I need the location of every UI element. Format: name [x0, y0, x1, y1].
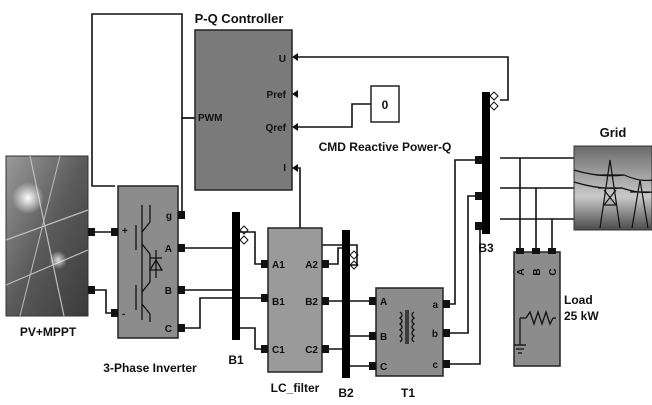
load-label-line1: Load — [564, 293, 593, 307]
inverter-port-c: C — [165, 324, 172, 335]
load-label-line2: 25 kW — [564, 309, 599, 323]
transformer-coil-icon — [398, 310, 416, 344]
port-u: U — [279, 54, 286, 65]
inverter-body — [117, 185, 179, 339]
transmission-tower-icon — [573, 159, 652, 229]
resistor-ground-icon — [514, 309, 556, 354]
lc-port-c2: C2 — [305, 345, 318, 356]
load-block[interactable]: A B C Load 25 kW — [513, 248, 599, 367]
constant-value: 0 — [382, 98, 389, 112]
load-port-a: A — [516, 268, 527, 275]
lc-port-b2: B2 — [305, 297, 318, 308]
bus-b2-bar — [342, 230, 350, 378]
bus-b2-block[interactable]: B2 — [338, 230, 359, 400]
pq-controller-title: P-Q Controller — [195, 11, 284, 26]
wire-const-to-qref — [296, 103, 371, 128]
t1-port-b-in: B — [380, 332, 387, 343]
inverter-label: 3-Phase Inverter — [103, 361, 197, 375]
wire-b2-to-i — [292, 167, 358, 266]
inverter-plus: + — [122, 226, 128, 237]
wire-t1-a — [443, 159, 482, 305]
pv-mppt-block[interactable]: PV+MPPT — [5, 155, 95, 339]
lc-port-a2: A2 — [305, 260, 318, 271]
grid-label: Grid — [600, 125, 627, 140]
transformer-t1-block[interactable]: A B C a b c T1 — [369, 287, 450, 400]
port-qref: Qref — [265, 123, 286, 134]
t1-port-c-in: C — [380, 362, 387, 373]
t1-port-c-out: c — [432, 360, 438, 371]
grid-block[interactable]: Grid — [573, 125, 652, 231]
load-port-c: C — [548, 268, 559, 275]
transformer-body — [375, 287, 444, 377]
t1-port-a-out: a — [432, 300, 438, 311]
inverter-port-b: B — [165, 286, 172, 297]
pq-controller-body — [194, 29, 293, 191]
lc-port-c1: C1 — [272, 345, 285, 356]
controller-input-arrows — [292, 53, 298, 172]
load-port-b: B — [532, 268, 543, 275]
lc-filter-body — [267, 227, 323, 373]
inverter-port-g: g — [166, 211, 172, 222]
bus-b3-label: B3 — [478, 241, 494, 255]
port-i: I — [283, 163, 286, 174]
wire-t1-c — [443, 225, 482, 365]
igbt-symbol-icon — [135, 205, 164, 322]
pq-controller-block[interactable]: P-Q Controller U Pref Qref I PWM — [194, 11, 298, 191]
constant-block[interactable]: 0 CMD Reactive Power-Q — [319, 85, 452, 154]
port-pref: Pref — [267, 90, 287, 101]
port-pwm: PWM — [198, 113, 222, 124]
pv-label: PV+MPPT — [20, 325, 77, 339]
wire-inv-c — [185, 297, 232, 329]
load-body — [513, 251, 561, 367]
t1-port-a-in: A — [380, 297, 387, 308]
wire-pwm-to-g — [91, 13, 195, 187]
inverter-block[interactable]: + - g A B C 3-Phase Inverter — [103, 185, 197, 375]
t1-port-b-out: b — [432, 329, 438, 340]
lc-port-b1: B1 — [272, 297, 285, 308]
inverter-port-a: A — [165, 244, 172, 255]
bus-b1-label: B1 — [228, 353, 244, 367]
lc-filter-block[interactable]: A1 B1 C1 A2 B2 C2 LC_filter — [261, 227, 329, 395]
lc-port-a1: A1 — [272, 260, 285, 271]
bus-b1-bar — [232, 212, 240, 340]
bus-b3-block[interactable]: B3 — [475, 91, 499, 255]
wire-b3-to-u — [296, 56, 509, 101]
bus-b3-bar — [482, 92, 490, 234]
bus-b2-label: B2 — [338, 386, 354, 400]
constant-label: CMD Reactive Power-Q — [319, 140, 452, 154]
lc-filter-label: LC_filter — [271, 381, 320, 395]
wire-lc-a — [322, 247, 342, 265]
constant-box — [370, 85, 400, 123]
wire-t1-b — [443, 195, 482, 334]
bus-b1-block[interactable]: B1 — [228, 212, 249, 367]
inverter-minus: - — [122, 309, 125, 320]
transformer-label: T1 — [401, 386, 415, 400]
